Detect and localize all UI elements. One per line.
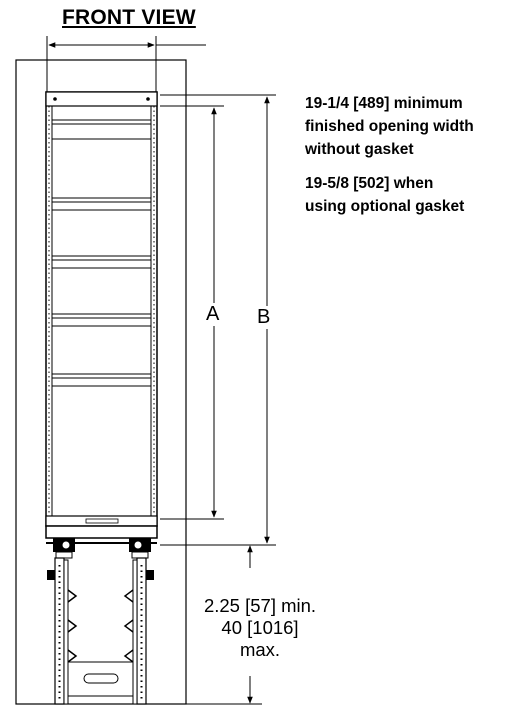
opening-width-line-3: without gasket bbox=[305, 141, 414, 158]
clearance-line-3: max. bbox=[239, 639, 281, 660]
rack-stand bbox=[47, 538, 154, 705]
width-dimension bbox=[46, 36, 206, 92]
clearance-line-2: 40 [1016] bbox=[221, 617, 299, 638]
gasket-width-note: 19-5/8 [502] when using optional gasket bbox=[305, 172, 464, 218]
dimension-a-label: A bbox=[204, 303, 222, 326]
gasket-width-line-2: using optional gasket bbox=[305, 198, 465, 215]
front-view-title: FRONT VIEW bbox=[62, 6, 196, 29]
wall-opening-outline bbox=[15, 59, 187, 705]
gasket-width-line-1: 19-5/8 [502] when bbox=[305, 175, 434, 192]
clearance-dimension bbox=[160, 545, 262, 705]
clearance-note: 2.25 [57] min. 40 [1016] max. bbox=[180, 595, 340, 661]
clearance-line-1: 2.25 [57] min. bbox=[203, 595, 317, 616]
opening-width-line-1: 19-1/4 [489] minimum bbox=[305, 95, 463, 112]
opening-width-line-2: finished opening width bbox=[305, 118, 474, 135]
opening-width-note: 19-1/4 [489] minimum finished opening wi… bbox=[305, 92, 474, 161]
rack-cabinet bbox=[45, 91, 158, 544]
dimension-b-label: B bbox=[255, 306, 273, 329]
